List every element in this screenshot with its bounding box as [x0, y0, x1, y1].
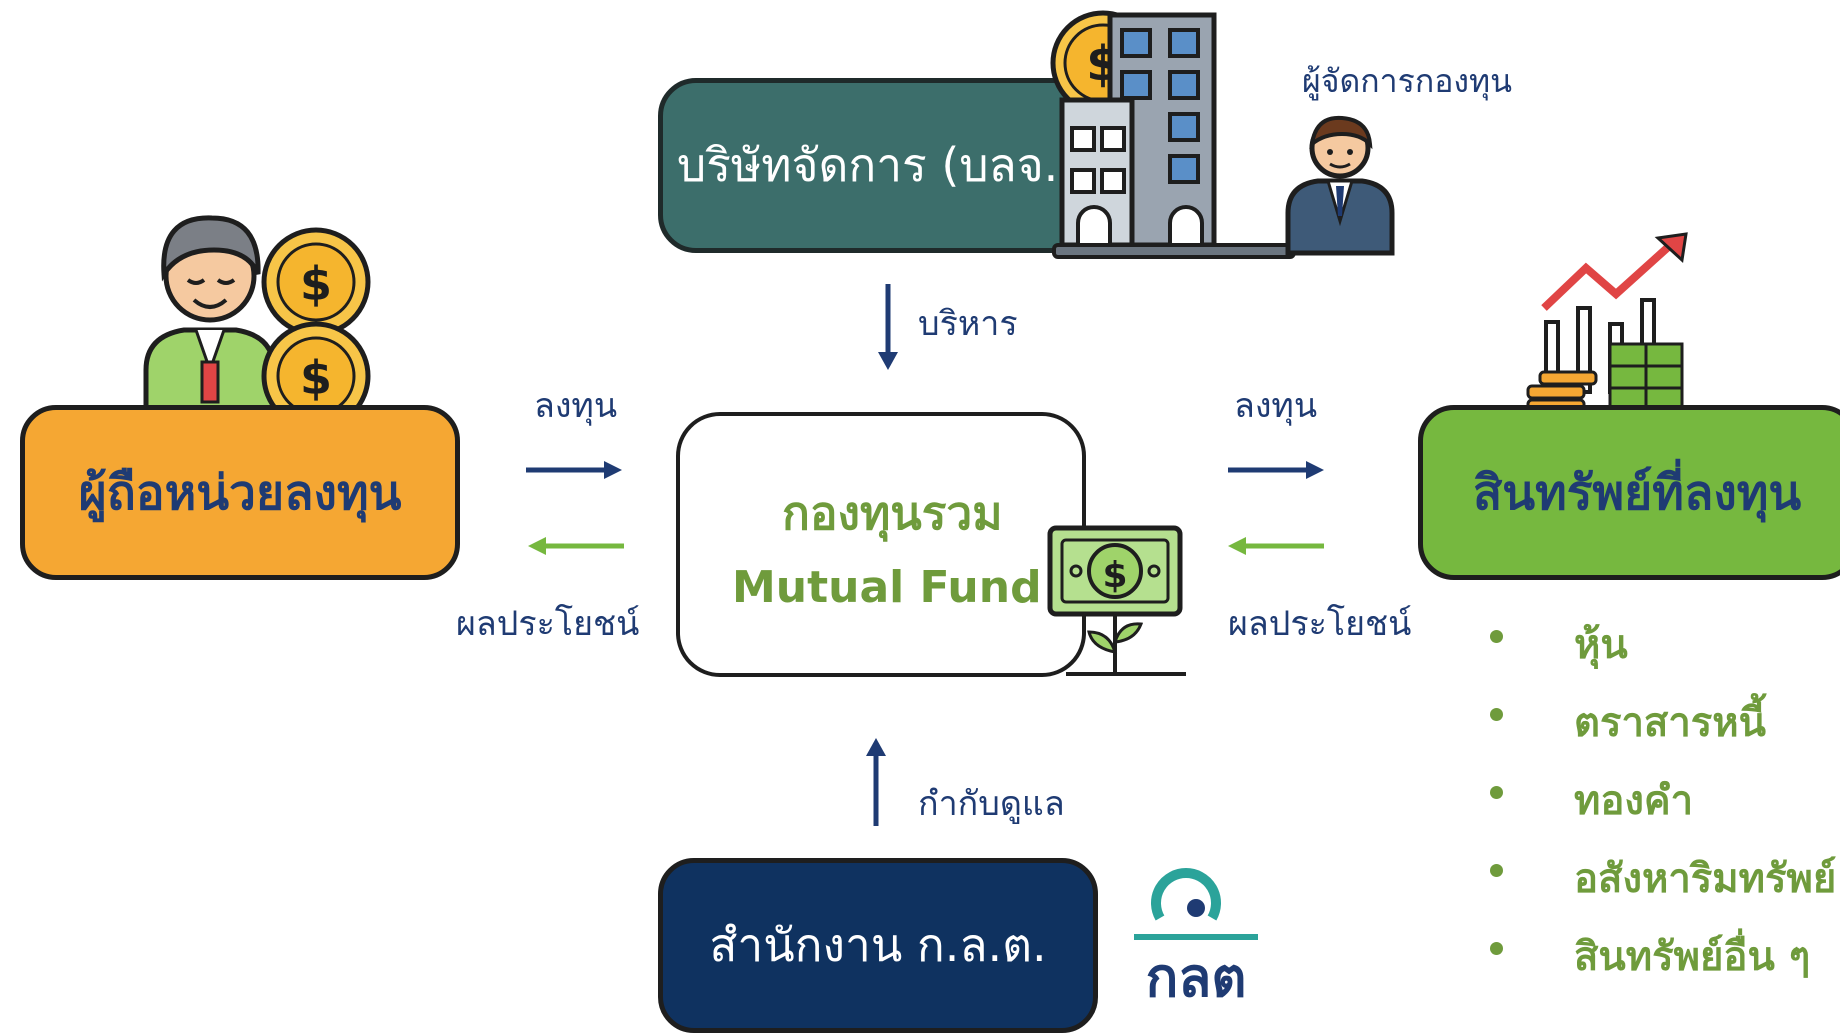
bullet-icon	[1490, 630, 1503, 643]
bullet-icon	[1490, 786, 1503, 799]
fund-manager-label: ผู้จัดการกองทุน	[1302, 62, 1512, 100]
sec-logo-icon: กลต	[1134, 868, 1258, 1009]
supervise-label: กำกับดูแล	[918, 784, 1065, 824]
businessman-icon	[1285, 115, 1395, 256]
growth-chart-icon	[1526, 232, 1688, 414]
benefit-left-arrow	[528, 537, 624, 555]
building-icon	[1052, 12, 1296, 259]
manage-arrow	[878, 284, 898, 370]
fund-label-th: กองทุนรวม	[782, 485, 1003, 540]
management-company-box: บริษัทจัดการ (บลจ.)	[658, 78, 1118, 253]
mutual-fund-box: กองทุนรวม Mutual Fund	[676, 412, 1086, 677]
benefit-right-label: ผลประโยชน์	[1228, 604, 1412, 644]
fund-label-en: Mutual Fund	[732, 561, 1042, 613]
bullet-icon	[1490, 864, 1503, 877]
invested-assets-label: สินทรัพย์ที่ลงทุน	[1473, 464, 1802, 521]
svg-text:$: $	[300, 257, 332, 311]
money-plant-icon: $	[1047, 525, 1186, 676]
sec-office-label: สำนักงาน ก.ล.ต.	[709, 918, 1047, 972]
investor-box: ผู้ถือหน่วยลงทุน	[20, 405, 460, 580]
benefit-left-label: ผลประโยชน์	[456, 604, 640, 644]
sec-office-box: สำนักงาน ก.ล.ต.	[658, 858, 1098, 1033]
management-company-label: บริษัทจัดการ (บลจ.)	[677, 138, 1077, 192]
coin-stack-icon: $ $	[261, 227, 371, 431]
invest-left-arrow	[526, 461, 622, 479]
investor-label: ผู้ถือหน่วยลงทุน	[78, 464, 402, 521]
sec-logo-text: กลต	[1146, 946, 1247, 1009]
manage-label: บริหาร	[918, 304, 1018, 344]
invest-right-arrow	[1228, 461, 1324, 479]
bullet-icon	[1490, 942, 1503, 955]
invested-assets-box: สินทรัพย์ที่ลงทุน	[1418, 405, 1840, 580]
svg-text:$: $	[300, 351, 332, 405]
invest-right-label: ลงทุน	[1234, 386, 1318, 426]
bullet-icon	[1490, 708, 1503, 721]
svg-text:$: $	[1102, 555, 1127, 596]
supervise-arrow	[866, 738, 886, 826]
benefit-right-arrow	[1228, 537, 1324, 555]
invest-left-label: ลงทุน	[534, 386, 618, 426]
